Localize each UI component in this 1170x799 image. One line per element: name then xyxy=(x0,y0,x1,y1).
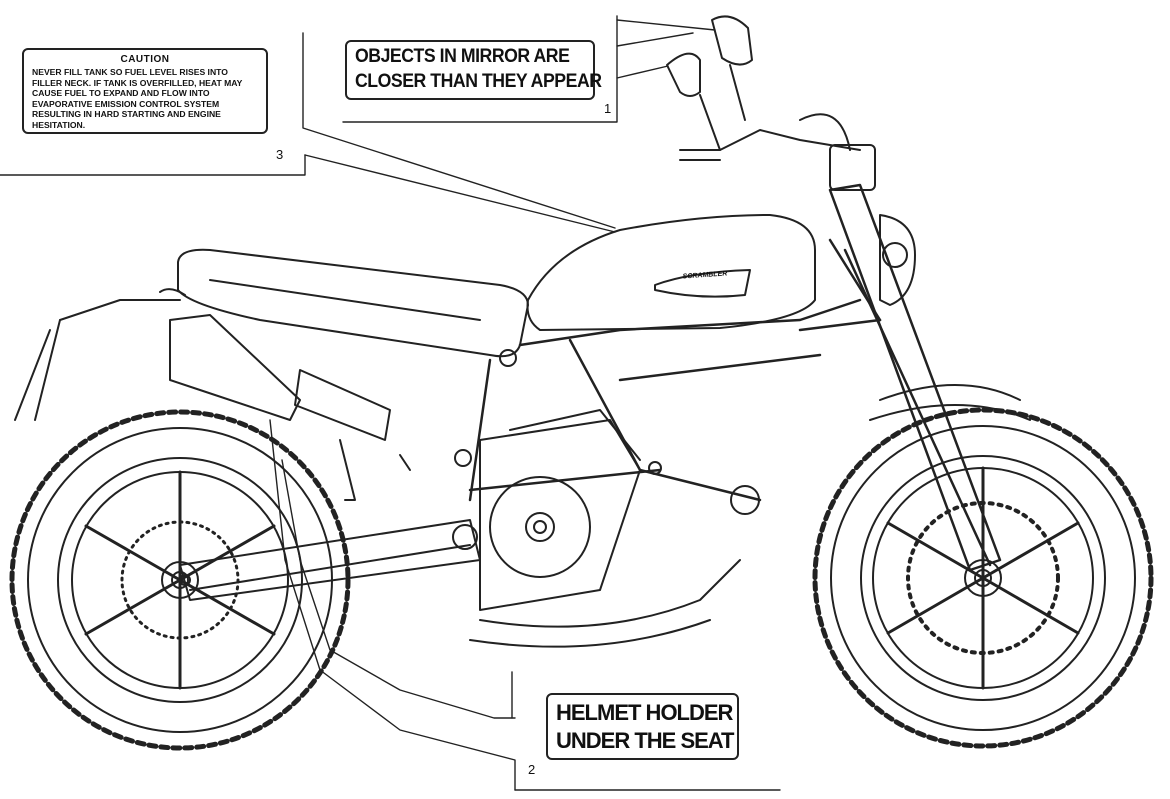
callout-number-2: 2 xyxy=(528,762,536,777)
front-wheel xyxy=(812,407,1154,749)
handlebar-assembly xyxy=(666,15,876,191)
front-fender xyxy=(869,384,1031,421)
footpeg-details xyxy=(179,349,662,586)
helmet-holder-label: HELMET HOLDER UNDER THE SEAT xyxy=(546,693,739,760)
side-panel xyxy=(169,314,301,421)
callout-number-3: 3 xyxy=(276,147,284,162)
caution-body: NEVER FILL TANK SO FUEL LEVEL RISES INTO… xyxy=(32,67,243,130)
mirror-warning-line-2: CLOSER THAN THEY APPEAR xyxy=(355,71,602,92)
front-fork xyxy=(828,183,1002,572)
rear-fender xyxy=(14,288,186,421)
helmet-holder-line-2: UNDER THE SEAT xyxy=(556,728,735,753)
caution-title: CAUTION xyxy=(120,54,170,65)
exhaust xyxy=(294,369,741,648)
caution-label: CAUTION NEVER FILL TANK SO FUEL LEVEL RI… xyxy=(22,48,268,134)
fuel-tank xyxy=(526,214,816,331)
mirror-warning-label: OBJECTS IN MIRROR ARE CLOSER THAN THEY A… xyxy=(345,40,602,100)
mirror-warning-line-1: OBJECTS IN MIRROR ARE xyxy=(355,46,570,67)
callout-number-1: 1 xyxy=(604,101,612,116)
engine xyxy=(452,409,760,611)
helmet-holder-line-1: HELMET HOLDER xyxy=(556,700,733,725)
headlight xyxy=(879,214,916,306)
seat xyxy=(177,248,529,358)
frame xyxy=(468,238,882,502)
